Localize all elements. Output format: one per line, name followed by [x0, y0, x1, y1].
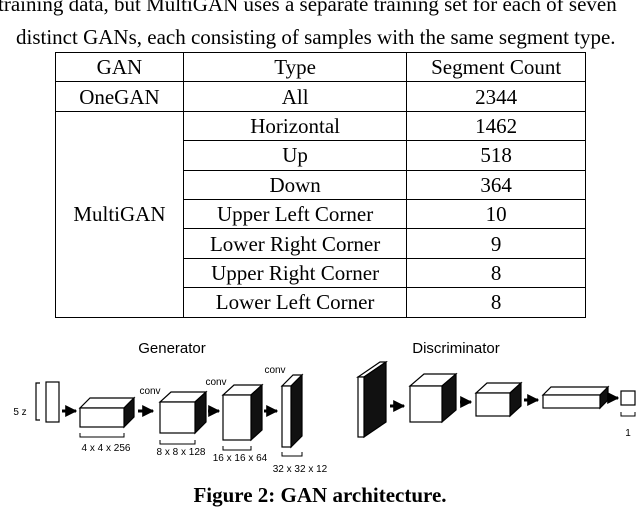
- gen-layer-4-label: 32 x 32 x 12: [273, 464, 328, 475]
- table-row: Upper Right Corner 8: [56, 257, 586, 289]
- table-row: Lower Left Corner 8: [56, 287, 586, 318]
- disc-output-bracket: [620, 412, 636, 417]
- intro-text: training data, but MultiGAN uses a separ…: [0, 0, 640, 52]
- gen-layer-3-bracket: [222, 446, 252, 451]
- input-label: 5 z: [13, 407, 26, 418]
- cell-type: Upper Right Corner: [182, 257, 408, 289]
- header-gan: GAN: [55, 51, 184, 83]
- disc-layer-2: [408, 372, 458, 424]
- table-header-row: GAN Type Segment Count: [55, 51, 586, 83]
- cell-count: 9: [406, 228, 586, 259]
- gen-layer-3: [221, 383, 264, 442]
- gen-layer-3-label: 16 x 16 x 64: [213, 453, 268, 464]
- table-row: Lower Right Corner 9: [56, 228, 586, 259]
- cell-count: 1462: [406, 110, 586, 142]
- table-row: OneGAN All 2344: [55, 81, 586, 112]
- input-brace: [35, 382, 40, 421]
- disc-layer-4: [541, 385, 610, 410]
- disc-layer-1: [356, 360, 388, 439]
- disc-layer-3: [474, 381, 523, 418]
- cell-type: Down: [182, 169, 408, 200]
- cell-count: 518: [406, 140, 586, 171]
- cell-gan: MultiGAN: [55, 110, 184, 318]
- cell-count: 10: [406, 198, 586, 230]
- cell-type: Horizontal: [182, 110, 408, 142]
- intro-line-1: training data, but MultiGAN uses a separ…: [0, 0, 617, 16]
- cell-count: 8: [406, 257, 586, 289]
- gen-layer-1-label: 4 x 4 x 256: [82, 443, 131, 454]
- header-type: Type: [182, 51, 408, 83]
- gen-layer-4-bracket: [281, 452, 303, 457]
- cell-type: Lower Right Corner: [182, 228, 408, 259]
- gen-layer-4: [280, 373, 304, 449]
- intro-line-2: distinct GANs, each consisting of sample…: [16, 25, 616, 49]
- cell-count: 8: [406, 287, 586, 318]
- cell-type: Upper Left Corner: [182, 198, 408, 230]
- cell-type: Lower Left Corner: [182, 287, 408, 318]
- conv-label: conv: [139, 386, 160, 397]
- gen-layer-2-bracket: [159, 440, 196, 445]
- conv-label: conv: [205, 377, 226, 388]
- segment-count-table: GAN Type Segment Count OneGAN All 2344 M…: [55, 51, 586, 318]
- disc-output-label: 1: [625, 428, 631, 439]
- table-row: MultiGAN Horizontal 1462: [55, 110, 586, 318]
- discriminator-title: Discriminator: [412, 340, 500, 357]
- figure-caption: Figure 2: GAN architecture.: [193, 483, 447, 507]
- cell-count: 364: [406, 169, 586, 200]
- gen-layer-2-label: 8 x 8 x 128: [157, 447, 206, 458]
- cell-gan: OneGAN: [55, 81, 184, 112]
- gan-architecture-diagram: Generator Discriminator 5 z 4 x 4 x 256 …: [13, 340, 636, 475]
- gen-layer-1-bracket: [79, 433, 125, 438]
- generator-title: Generator: [138, 340, 206, 357]
- cell-count: 2344: [406, 81, 586, 112]
- latent-vector: [45, 381, 60, 423]
- table-row: Up 518: [56, 140, 586, 171]
- cell-type: All: [182, 81, 408, 112]
- cell-type: Up: [182, 140, 408, 171]
- gen-layer-2: [158, 390, 208, 435]
- gen-layer-1: [78, 396, 136, 429]
- conv-label: conv: [264, 365, 285, 376]
- disc-output: [620, 390, 636, 406]
- header-segment-count: Segment Count: [406, 51, 586, 83]
